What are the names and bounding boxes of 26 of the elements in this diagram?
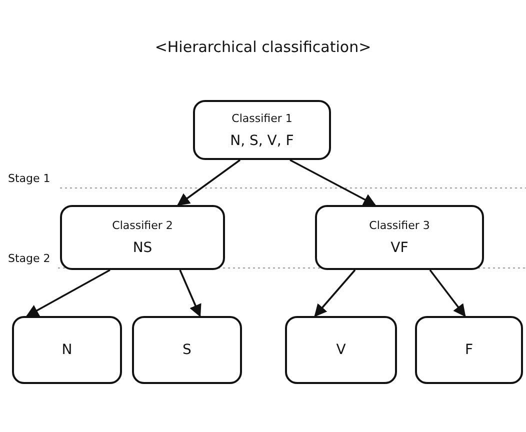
classifier-name: Classifier 3 bbox=[369, 219, 430, 232]
arrow bbox=[290, 159, 376, 206]
classifier-name: Classifier 1 bbox=[232, 112, 292, 124]
diagram-title: <Hierarchical classification> bbox=[154, 38, 372, 56]
class-label: V bbox=[336, 342, 346, 358]
classifier-box bbox=[285, 316, 397, 384]
arrow bbox=[176, 159, 241, 206]
stage-label: Stage 2 bbox=[8, 252, 50, 265]
classifier-box bbox=[132, 316, 242, 384]
class-label: VF bbox=[390, 240, 408, 256]
class-label: S bbox=[182, 342, 192, 358]
classifier-box bbox=[12, 316, 122, 384]
arrow bbox=[314, 269, 356, 317]
classifier-box bbox=[60, 205, 225, 270]
class-label: N, S, V, F bbox=[230, 132, 294, 148]
classifier-box bbox=[315, 205, 484, 270]
arrow bbox=[429, 269, 466, 317]
classifier-name: Classifier 2 bbox=[112, 219, 173, 232]
class-label: F bbox=[464, 342, 474, 358]
stage-label: Stage 1 bbox=[8, 172, 50, 185]
class-label: N bbox=[62, 342, 72, 358]
class-label: NS bbox=[132, 240, 152, 256]
classifier-box bbox=[193, 100, 331, 160]
arrow bbox=[26, 269, 110, 317]
classifier-box bbox=[415, 316, 523, 384]
arrow bbox=[179, 270, 202, 318]
